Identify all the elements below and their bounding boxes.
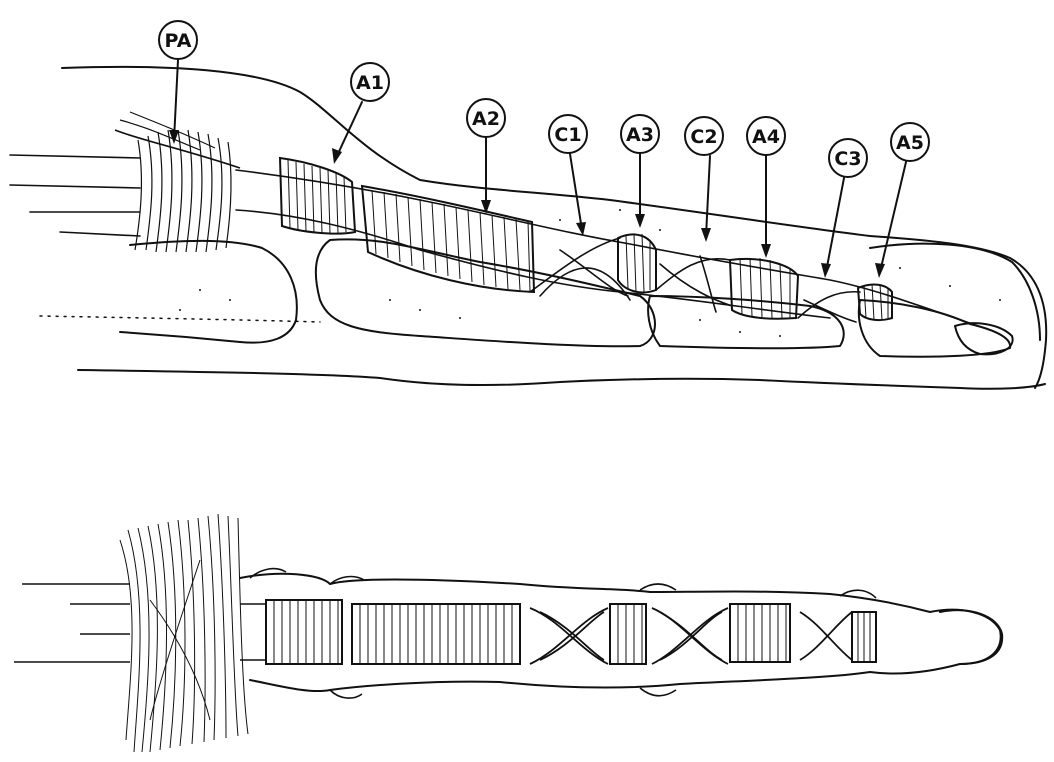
label-a5-text: A5: [896, 132, 924, 154]
proximal-phalanx: [316, 239, 655, 346]
label-a4-text: A4: [752, 126, 780, 148]
a5-pulley-frontal: [852, 612, 876, 662]
label-pa-text: PA: [165, 30, 192, 52]
label-a4: A4: [747, 117, 785, 258]
a2-pulley-frontal: [352, 604, 520, 664]
palmar-view-finger: [14, 514, 1002, 752]
c3-cruciate-frontal: [800, 612, 852, 660]
label-a2: A2: [467, 99, 505, 214]
c2-cruciate-frontal: [652, 608, 728, 664]
label-a3-text: A3: [626, 124, 654, 146]
a3-pulley-frontal: [610, 604, 646, 664]
a4-pulley-frontal: [730, 604, 790, 662]
middle-phalanx: [648, 296, 844, 348]
label-c2-text: C2: [690, 126, 717, 148]
palmar-skin-outline: [78, 370, 1045, 389]
palmar-aponeurosis-frontal: [120, 514, 248, 752]
label-c1: C1: [549, 115, 587, 236]
fingertip-frontal: [940, 610, 1002, 664]
palmar-dots: [40, 316, 320, 322]
a1-pulley-frontal: [266, 600, 342, 664]
callout-labels: PA A1 A2 C1 A3: [159, 21, 929, 278]
a1-pulley-lateral: [280, 158, 355, 234]
label-a2-text: A2: [472, 108, 500, 130]
c1-cruciate-frontal: [530, 608, 608, 664]
label-a3: A3: [621, 115, 659, 228]
label-c3: C3: [821, 139, 867, 278]
label-a1-text: A1: [356, 72, 384, 94]
metacarpal-bone: [120, 241, 297, 343]
label-c2: C2: [685, 117, 723, 242]
label-a1: A1: [332, 63, 389, 164]
label-c1-text: C1: [554, 124, 581, 146]
label-c3-text: C3: [834, 148, 861, 170]
label-a5: A5: [875, 123, 929, 278]
